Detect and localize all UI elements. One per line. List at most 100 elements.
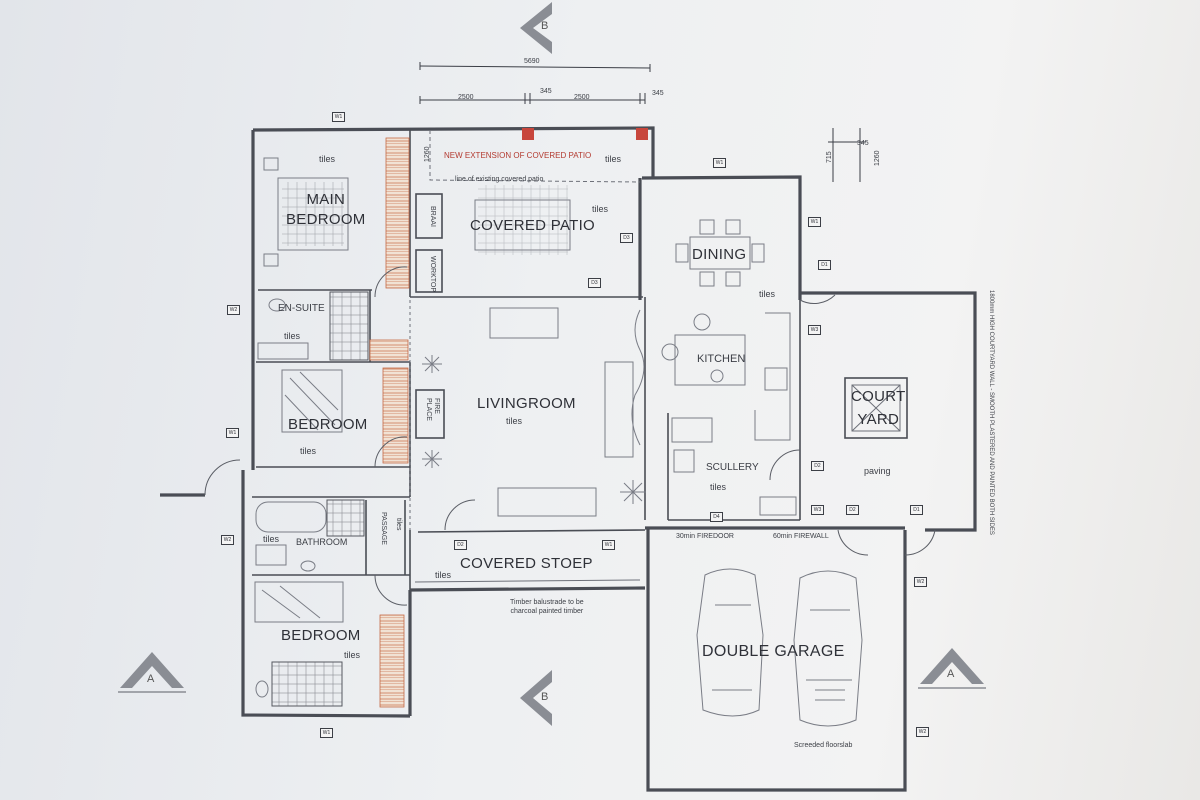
- room-passage: PASSAGE: [380, 512, 387, 545]
- kitchen-island: [661, 312, 791, 441]
- living-sofas: [489, 307, 634, 517]
- room-kitchen: KITCHEN: [697, 353, 746, 365]
- fixture-fireplace: FIRE PLACE: [424, 398, 440, 421]
- window-tag: W2: [227, 305, 240, 315]
- window-tag: W2: [916, 727, 929, 737]
- garage-cars: [696, 568, 863, 727]
- dim-seg-a: 2500: [458, 94, 474, 101]
- dim-h4: 345: [857, 140, 869, 147]
- bedroom1-bed: [281, 369, 343, 433]
- finish-scullery: tiles: [710, 482, 727, 492]
- room-courtyard: COURT YARD: [851, 388, 906, 428]
- window-tag: W1: [226, 428, 239, 438]
- bedroom2-bed: [254, 581, 344, 623]
- fixture-braai: BRAAI: [429, 206, 436, 228]
- room-livingroom: LIVINGROOM: [477, 395, 576, 412]
- toilets: [255, 298, 316, 698]
- door-tag: D2: [811, 461, 824, 471]
- finish-livingroom: tiles: [506, 416, 523, 426]
- extension-outline: [429, 130, 641, 183]
- dim-h3: 1260: [874, 150, 881, 166]
- ensuite-shower-tiles: [329, 291, 369, 361]
- dim-seg-c: 2500: [574, 94, 590, 101]
- stoep-balustrade: [414, 579, 641, 583]
- room-covered-stoep: COVERED STOEP: [460, 555, 593, 572]
- main-bedroom-bed: [263, 157, 349, 267]
- door-tag: D2: [454, 540, 467, 550]
- window-tag: W2: [914, 577, 927, 587]
- wardrobe-hatch-main: [385, 137, 410, 289]
- bathroom-shower-tiles: [326, 499, 365, 537]
- dim-seg-d: 345: [652, 90, 664, 97]
- dim-overall: 5690: [524, 58, 540, 65]
- finish-patio-1: tiles: [605, 154, 622, 164]
- finish-main-bedroom: tiles: [319, 154, 336, 164]
- door-tag: D3: [588, 278, 601, 288]
- note-existing-patio: line of existing covered patio: [455, 176, 544, 183]
- note-balustrade: Timber balustrade to be charcoal painted…: [510, 599, 584, 616]
- linen-hatch: [369, 339, 409, 361]
- scullery-fittings: [671, 417, 797, 516]
- extension-column-right: [636, 128, 648, 140]
- note-new-extension: NEW EXTENSION OF COVERED PATIO: [444, 151, 592, 160]
- door-tag: D2: [846, 505, 859, 515]
- fireplace-box: [415, 389, 445, 439]
- patio-table: [474, 185, 571, 255]
- worktop-box: [415, 249, 443, 293]
- braai-box: [415, 193, 443, 239]
- room-scullery: SCULLERY: [706, 462, 759, 473]
- dimension-lines-top: [419, 62, 651, 104]
- plants: [422, 309, 646, 504]
- room-bedroom-1: BEDROOM: [288, 416, 368, 433]
- dimension-lines-right: [828, 128, 866, 182]
- interior-walls: [252, 130, 905, 590]
- finish-passage: tiles: [395, 518, 402, 531]
- dim-seg-b: 345: [540, 88, 552, 95]
- door-tag: D1: [910, 505, 923, 515]
- basins: [255, 342, 309, 566]
- room-bedroom-2: BEDROOM: [281, 627, 361, 644]
- exterior-walls: [160, 126, 977, 792]
- wardrobe-hatch-bedroom2: [379, 614, 405, 708]
- door-tag: D4: [710, 512, 723, 522]
- extension-column-left: [522, 128, 534, 140]
- dim-h2: 715: [826, 151, 833, 163]
- section-marker-b-top: B: [541, 20, 549, 32]
- section-arrows: [118, 2, 986, 726]
- note-firedoor: 30min FIREDOOR: [676, 533, 734, 540]
- finish-stoep: tiles: [435, 570, 452, 580]
- finish-garage: Screeded floorslab: [794, 742, 853, 749]
- room-en-suite: EN-SUITE: [278, 303, 325, 314]
- room-covered-patio: COVERED PATIO: [470, 217, 596, 234]
- window-tag: W1: [808, 217, 821, 227]
- room-dining: DINING: [692, 246, 747, 263]
- window-tag: W1: [602, 540, 615, 550]
- window-tag: W2: [221, 535, 234, 545]
- finish-bathroom: tiles: [263, 534, 280, 544]
- finish-courtyard: paving: [864, 466, 891, 476]
- door-tag: D3: [620, 233, 633, 243]
- dining-table: [675, 219, 765, 287]
- window-tag: W1: [332, 112, 345, 122]
- bath-tub: [255, 501, 327, 533]
- finish-dining: tiles: [759, 289, 776, 299]
- window-tag: W3: [811, 505, 824, 515]
- finish-en-suite: tiles: [284, 331, 301, 341]
- note-courtyard-wall: 1800mm HIGH COURTYARD WALL - SMOOTH PLAS…: [988, 290, 994, 535]
- room-double-garage: DOUBLE GARAGE: [702, 643, 845, 660]
- window-tag: W1: [320, 728, 333, 738]
- dim-h1: 1260: [424, 146, 431, 162]
- section-marker-b-bottom: B: [541, 691, 549, 703]
- door-tag: D1: [818, 260, 831, 270]
- room-bathroom: BATHROOM: [296, 537, 348, 547]
- door-swings: [204, 266, 936, 606]
- window-tag: W3: [808, 325, 821, 335]
- room-main-bedroom: MAIN BEDROOM: [286, 191, 366, 228]
- finish-patio-2: tiles: [592, 204, 609, 214]
- finish-bedroom-1: tiles: [300, 446, 317, 456]
- section-marker-a-left: A: [147, 673, 155, 685]
- courtyard-feature: [844, 377, 908, 439]
- finish-bedroom-2: tiles: [344, 650, 361, 660]
